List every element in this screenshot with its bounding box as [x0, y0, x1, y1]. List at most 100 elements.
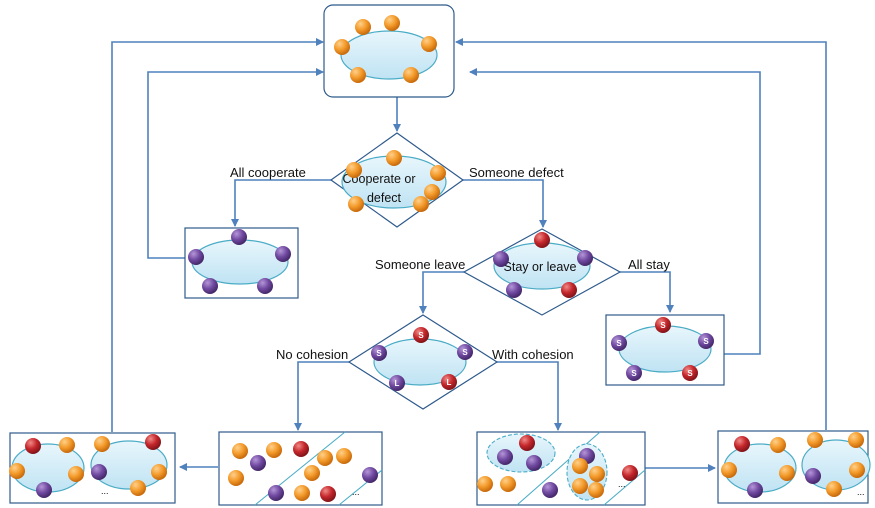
agent-orange — [413, 196, 429, 212]
agent-purple — [268, 485, 284, 501]
ellipsis-text: ... — [618, 479, 626, 489]
agent-purple-stay: S — [698, 333, 714, 349]
agent-purple-leave: L — [389, 375, 405, 391]
agent-orange — [130, 480, 146, 496]
agent-orange — [304, 465, 320, 481]
agent-orange — [317, 450, 333, 466]
agent-purple — [362, 467, 378, 483]
agent-red — [25, 438, 41, 454]
agent-purple — [542, 482, 558, 498]
agent-orange — [403, 67, 419, 83]
agent-purple — [747, 482, 763, 498]
arrow-someone-leave — [419, 271, 464, 314]
agent-orange — [384, 15, 400, 31]
agents: S S S S S S S S L L — [9, 15, 865, 502]
arrow-no-cohesion — [294, 361, 350, 431]
agent-purple — [497, 449, 513, 465]
arrow-someone-defect — [462, 179, 547, 228]
label-all-stay: All stay — [628, 257, 670, 272]
agent-orange — [849, 462, 865, 478]
agent-purple — [805, 468, 821, 484]
agent-orange — [294, 485, 310, 501]
with-cohesion-box: ... — [476, 431, 646, 506]
agent-red-stay: S — [413, 327, 429, 343]
agent-orange — [807, 432, 823, 448]
agent-orange — [232, 443, 248, 459]
arrow-with-cohesion — [497, 361, 562, 431]
agent-orange — [500, 476, 516, 492]
agent-red-stay: S — [682, 365, 698, 381]
agent-red — [320, 486, 336, 502]
agent-orange — [424, 184, 440, 200]
agent-orange — [151, 464, 167, 480]
svg-text:S: S — [418, 331, 424, 340]
agent-red-stay: S — [655, 317, 671, 333]
agent-orange — [68, 466, 84, 482]
agent-purple — [36, 482, 52, 498]
agent-orange — [266, 442, 282, 458]
arrow-all-stay — [620, 271, 674, 313]
agent-purple — [91, 464, 107, 480]
agent-purple-stay: S — [371, 345, 387, 361]
agent-purple — [202, 278, 218, 294]
agent-orange — [572, 478, 588, 494]
agent-orange — [350, 67, 366, 83]
agent-purple — [577, 250, 593, 266]
agent-orange — [572, 458, 588, 474]
agent-orange — [721, 462, 737, 478]
arrow-right-result-loop — [455, 38, 827, 430]
agent-purple-stay: S — [626, 365, 642, 381]
svg-text:S: S — [631, 369, 637, 378]
agent-orange — [430, 165, 446, 181]
agent-orange — [826, 481, 842, 497]
agent-red — [145, 434, 161, 450]
agent-orange — [355, 19, 371, 35]
label-someone-defect: Someone defect — [469, 165, 564, 180]
agent-orange — [386, 150, 402, 166]
svg-text:S: S — [616, 339, 622, 348]
connectors — [111, 38, 827, 472]
agent-orange — [477, 476, 493, 492]
svg-text:S: S — [462, 348, 468, 357]
agent-red — [734, 436, 750, 452]
cohesion-decision — [347, 314, 499, 410]
svg-text:L: L — [395, 379, 400, 388]
svg-text:S: S — [687, 369, 693, 378]
agent-orange — [9, 463, 25, 479]
agent-purple-stay: S — [457, 344, 473, 360]
ellipsis-text: ... — [352, 487, 360, 497]
agent-purple — [188, 249, 204, 265]
svg-text:S: S — [376, 349, 382, 358]
group-ellipse — [340, 30, 438, 80]
arrow-all-cooperate — [231, 179, 333, 227]
arrow-cooperate-loop — [147, 68, 324, 259]
label-someone-leave: Someone leave — [375, 257, 465, 272]
agent-orange — [848, 432, 864, 448]
agent-orange — [334, 39, 350, 55]
decision-text-line2: defect — [367, 191, 402, 205]
label-with-cohesion: With cohesion — [492, 347, 574, 362]
group-ellipse — [90, 440, 168, 490]
agent-red-leave: L — [441, 374, 457, 390]
agent-purple — [526, 455, 542, 471]
agent-red — [534, 232, 550, 248]
ellipsis-text: ... — [857, 487, 865, 497]
svg-text:L: L — [447, 378, 452, 387]
agent-orange — [770, 437, 786, 453]
decision-text-line1: Cooperate or — [343, 172, 416, 186]
agent-orange — [588, 482, 604, 498]
agent-orange — [779, 465, 795, 481]
label-no-cohesion: No cohesion — [276, 347, 348, 362]
agent-purple — [506, 282, 522, 298]
agent-orange — [346, 162, 362, 178]
svg-text:S: S — [703, 337, 709, 346]
svg-text:S: S — [660, 321, 666, 330]
agent-orange — [59, 437, 75, 453]
cooperate-decision: Cooperate or defect — [329, 132, 465, 228]
agent-purple — [250, 455, 266, 471]
decision-text: Stay or leave — [504, 260, 577, 274]
agent-orange — [336, 448, 352, 464]
label-all-cooperate: All cooperate — [230, 165, 306, 180]
agent-red — [293, 441, 309, 457]
agent-red — [561, 282, 577, 298]
